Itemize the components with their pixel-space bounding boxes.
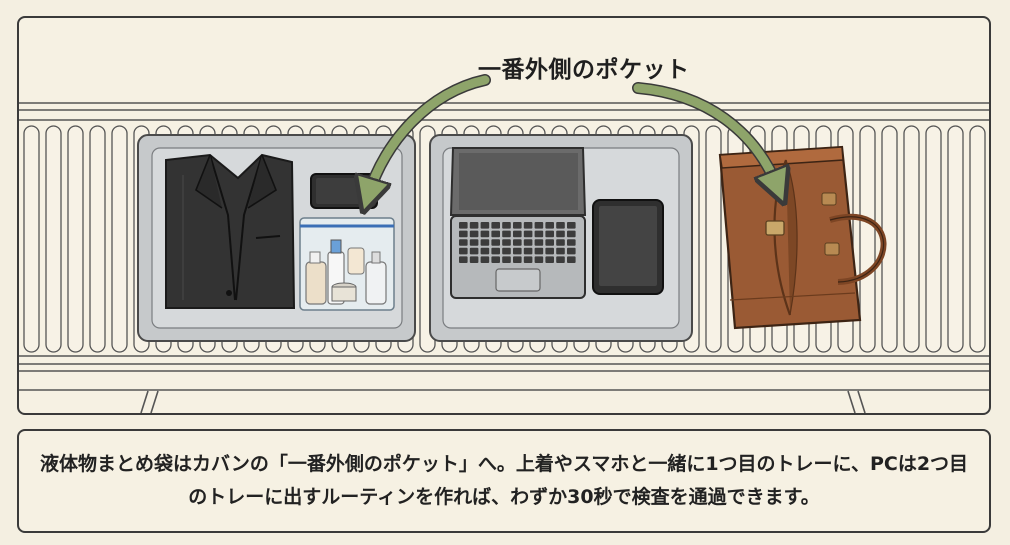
arrow-to-liquids-bag bbox=[368, 74, 491, 196]
conveyor-top-rails bbox=[19, 102, 989, 121]
outer-pocket-label: 一番外側のポケット bbox=[478, 57, 690, 83]
keyboard-key bbox=[480, 247, 490, 255]
tablet bbox=[592, 199, 664, 295]
keyboard-key bbox=[545, 247, 554, 255]
keyboard-key bbox=[523, 247, 533, 255]
conveyor-roller bbox=[947, 125, 964, 353]
keyboard-key bbox=[480, 230, 490, 238]
conveyor-roller bbox=[859, 125, 876, 353]
conveyor-roller bbox=[969, 125, 986, 353]
keyboard-key bbox=[459, 239, 468, 246]
caption-box: 液体物まとめ袋はカバンの「一番外側のポケット」へ。上着やスマホと一緒に1つ目のト… bbox=[17, 429, 991, 533]
keyboard-key bbox=[459, 222, 468, 229]
keyboard-key bbox=[459, 256, 468, 263]
conveyor-roller bbox=[903, 125, 920, 353]
keyboard-key bbox=[523, 222, 533, 229]
keyboard-key bbox=[459, 230, 468, 238]
conveyor-roller bbox=[111, 125, 128, 353]
keyboard-key bbox=[459, 247, 468, 255]
conveyor-roller bbox=[705, 125, 722, 353]
keyboard-key bbox=[534, 230, 544, 238]
keyboard-key bbox=[556, 247, 565, 255]
keyboard-key bbox=[556, 230, 565, 238]
keyboard-key bbox=[480, 222, 490, 229]
keyboard-key bbox=[534, 239, 544, 246]
keyboard-key bbox=[513, 230, 522, 238]
conveyor-roller bbox=[89, 125, 106, 353]
laptop bbox=[449, 147, 587, 299]
keyboard-key bbox=[469, 247, 479, 255]
keyboard-key bbox=[513, 222, 522, 229]
laptop-keyboard bbox=[459, 222, 576, 263]
keyboard-key bbox=[567, 247, 576, 255]
keyboard-key bbox=[469, 230, 479, 238]
conveyor-roller bbox=[925, 125, 942, 353]
brown-bag bbox=[718, 145, 887, 330]
keyboard-key bbox=[469, 222, 479, 229]
arrow-to-bag-pocket bbox=[632, 82, 778, 188]
conveyor-bottom-rails bbox=[19, 355, 989, 391]
keyboard-key bbox=[556, 256, 565, 263]
jacket bbox=[165, 153, 296, 309]
keyboard-key bbox=[469, 256, 479, 263]
keyboard-key bbox=[513, 247, 522, 255]
keyboard-key bbox=[480, 239, 490, 246]
keyboard-key bbox=[513, 239, 522, 246]
keyboard-key bbox=[556, 222, 565, 229]
keyboard-key bbox=[502, 247, 511, 255]
keyboard-key bbox=[523, 256, 533, 263]
keyboard-key bbox=[502, 239, 511, 246]
keyboard-key bbox=[534, 247, 544, 255]
keyboard-key bbox=[556, 239, 565, 246]
keyboard-key bbox=[567, 222, 576, 229]
keyboard-key bbox=[491, 256, 500, 263]
liquids-bag bbox=[299, 217, 395, 311]
caption-text: 液体物まとめ袋はカバンの「一番外側のポケット」へ。上着やスマホと一緒に1つ目のト… bbox=[39, 453, 969, 508]
keyboard-key bbox=[491, 222, 500, 229]
keyboard-key bbox=[502, 230, 511, 238]
keyboard-key bbox=[545, 256, 554, 263]
keyboard-key bbox=[545, 230, 554, 238]
keyboard-key bbox=[534, 256, 544, 263]
conveyor-roller bbox=[45, 125, 62, 353]
keyboard-key bbox=[502, 256, 511, 263]
keyboard-key bbox=[545, 222, 554, 229]
keyboard-key bbox=[545, 239, 554, 246]
keyboard-key bbox=[567, 230, 576, 238]
conveyor-legs bbox=[140, 390, 866, 413]
keyboard-key bbox=[502, 222, 511, 229]
keyboard-key bbox=[469, 239, 479, 246]
keyboard-key bbox=[523, 230, 533, 238]
keyboard-key bbox=[567, 239, 576, 246]
keyboard-key bbox=[491, 230, 500, 238]
keyboard-key bbox=[491, 239, 500, 246]
conveyor-roller bbox=[67, 125, 84, 353]
keyboard-key bbox=[523, 239, 533, 246]
keyboard-key bbox=[567, 256, 576, 263]
keyboard-key bbox=[480, 256, 490, 263]
keyboard-key bbox=[513, 256, 522, 263]
keyboard-key bbox=[491, 247, 500, 255]
keyboard-key bbox=[534, 222, 544, 229]
conveyor-roller bbox=[23, 125, 40, 353]
